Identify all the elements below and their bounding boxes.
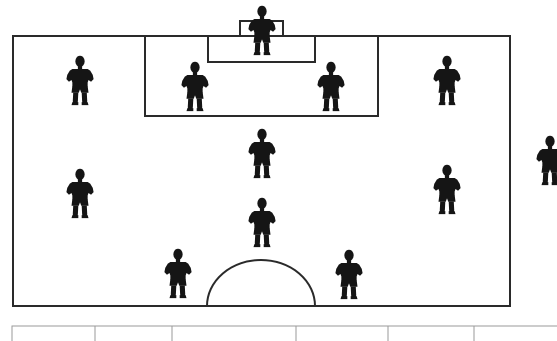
penalty-area	[145, 36, 378, 116]
table-border	[12, 326, 557, 341]
left-forward-figure	[66, 56, 93, 105]
left-inside-forward-figure	[181, 62, 208, 111]
right-inside-forward-figure	[317, 62, 344, 111]
right-half-figure	[433, 165, 460, 214]
right-back-figure	[335, 250, 362, 299]
table-strip	[12, 326, 557, 341]
players-group	[66, 6, 557, 299]
centre-half-figure	[248, 198, 275, 247]
left-half-figure	[66, 169, 93, 218]
off-pitch-player-figure	[536, 136, 557, 185]
goalkeeper-figure	[248, 6, 275, 55]
left-back-figure	[164, 249, 191, 298]
centre-circle-arc	[207, 260, 315, 306]
centre-forward-figure	[248, 129, 275, 178]
right-forward-figure	[433, 56, 460, 105]
